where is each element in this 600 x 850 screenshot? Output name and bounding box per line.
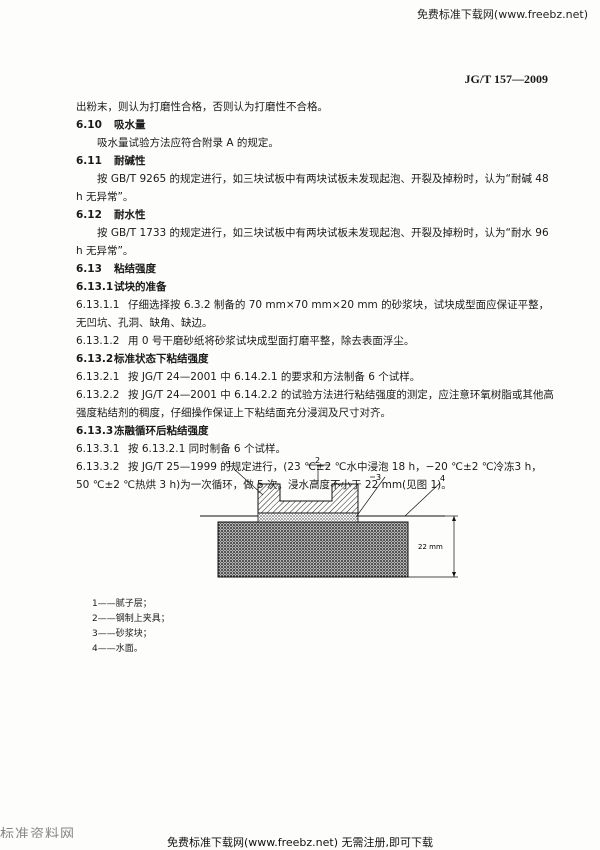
site-watermark-top: 免费标准下载网(www.freebz.net) — [416, 8, 588, 21]
clause-number: 6.13.3.2 — [76, 461, 120, 473]
clause-paragraph: 6.13.3.1 按 6.13.2.1 同时制备 6 个试样。 — [76, 440, 554, 458]
scanned-footer-fragment: 标准资料网 — [0, 827, 75, 838]
callout-3: 3 — [376, 473, 381, 482]
standard-code: JG/T 157—2009 — [464, 72, 548, 86]
clause-number: 6.13.2.1 — [76, 371, 120, 383]
document-body: 出粉末，则认为打磨性合格，否则认为打磨性不合格。 6.10 吸水量吸水量试验方法应符… — [76, 98, 554, 494]
legend-item: 3——砂浆块； — [92, 629, 152, 639]
clause-text: 按 JG/T 24—2001 中 6.14.2.1 的要求和方法制备 6 个试样… — [128, 371, 421, 383]
callout-1: 1 — [227, 460, 232, 469]
section-heading: 6.10 吸水量 — [76, 116, 554, 134]
callout-2: 2 — [315, 456, 320, 465]
clause-number: 6.13.1.1 — [76, 299, 120, 311]
section-heading: 6.11 耐碱性 — [76, 152, 554, 170]
section-heading: 6.13 粘结强度 — [76, 260, 554, 278]
section-title: 试块的准备 — [114, 281, 167, 293]
section-number: 6.13.3 — [76, 425, 114, 437]
body-paragraph: 按 GB/T 1733 的规定进行，如三块试板中有两块试板未发现起泡、开裂及掉粉… — [76, 227, 549, 257]
clause-text: 仔细选择按 6.3.2 制备的 70 mm×70 mm×20 mm 的砂浆块，试… — [76, 299, 550, 329]
section-title: 标准状态下粘结强度 — [114, 353, 209, 365]
clause-text: 用 0 号干磨砂纸将砂浆试块成型面打磨平整，除去表面浮尘。 — [128, 335, 415, 347]
section-title: 粘结强度 — [114, 263, 156, 275]
legend-item: 1——腻子层； — [92, 599, 152, 609]
figure-legend: 1——腻子层； 2——钢制上夹具； 3——砂浆块； 4——水面。 — [92, 597, 170, 657]
section-title: 冻融循环后粘结强度 — [114, 425, 209, 437]
steel-upper-clamp — [257, 483, 359, 514]
section-title: 耐水性 — [114, 209, 146, 221]
section-number: 6.12 — [76, 209, 102, 221]
section-heading: 6.12 耐水性 — [76, 206, 554, 224]
body-paragraph: 吸水量试验方法应符合附录 A 的规定。 — [97, 137, 279, 149]
clause-number: 6.13.3.1 — [76, 443, 120, 455]
section-number: 6.13 — [76, 263, 102, 275]
site-watermark-bottom: 免费标准下载网(www.freebz.net) 无需注册,即可下载 — [166, 836, 434, 849]
body-paragraph: 出粉末，则认为打磨性合格，否则认为打磨性不合格。 — [76, 101, 328, 113]
clause-text: 按 JG/T 24—2001 中 6.14.2.2 的试验方法进行粘结强度的测定… — [76, 389, 554, 419]
section-title: 耐碱性 — [114, 155, 146, 167]
clause-paragraph: 6.13.1.2 用 0 号干磨砂纸将砂浆试块成型面打磨平整，除去表面浮尘。 — [76, 332, 554, 350]
clause-number: 6.13.1.2 — [76, 335, 120, 347]
dimension-label: 22 mm — [418, 543, 443, 551]
section-title: 吸水量 — [114, 119, 146, 131]
clause-paragraph: 6.13.2.1 按 JG/T 24—2001 中 6.14.2.1 的要求和方法… — [76, 368, 554, 386]
mortar-block — [217, 521, 409, 578]
section-heading: 6.13.3冻融循环后粘结强度 — [76, 422, 554, 440]
clause-text: 按 6.13.2.1 同时制备 6 个试样。 — [128, 443, 286, 455]
body-paragraph: 按 GB/T 9265 的规定进行，如三块试板中有两块试板未发现起泡、开裂及掉粉… — [76, 173, 549, 203]
section-heading: 6.13.2标准状态下粘结强度 — [76, 350, 554, 368]
legend-item: 4——水面。 — [92, 644, 143, 654]
section-number: 6.13.1 — [76, 281, 114, 293]
legend-item: 2——钢制上夹具； — [92, 614, 170, 624]
callout-4: 4 — [440, 474, 445, 483]
putty-layer — [257, 512, 359, 523]
section-number: 6.13.2 — [76, 353, 114, 365]
figure-1-diagram: 1 2 3 4 22 mm — [200, 456, 458, 578]
section-heading: 6.13.1试块的准备 — [76, 278, 554, 296]
clause-number: 6.13.2.2 — [76, 389, 120, 401]
section-number: 6.11 — [76, 155, 102, 167]
section-number: 6.10 — [76, 119, 102, 131]
